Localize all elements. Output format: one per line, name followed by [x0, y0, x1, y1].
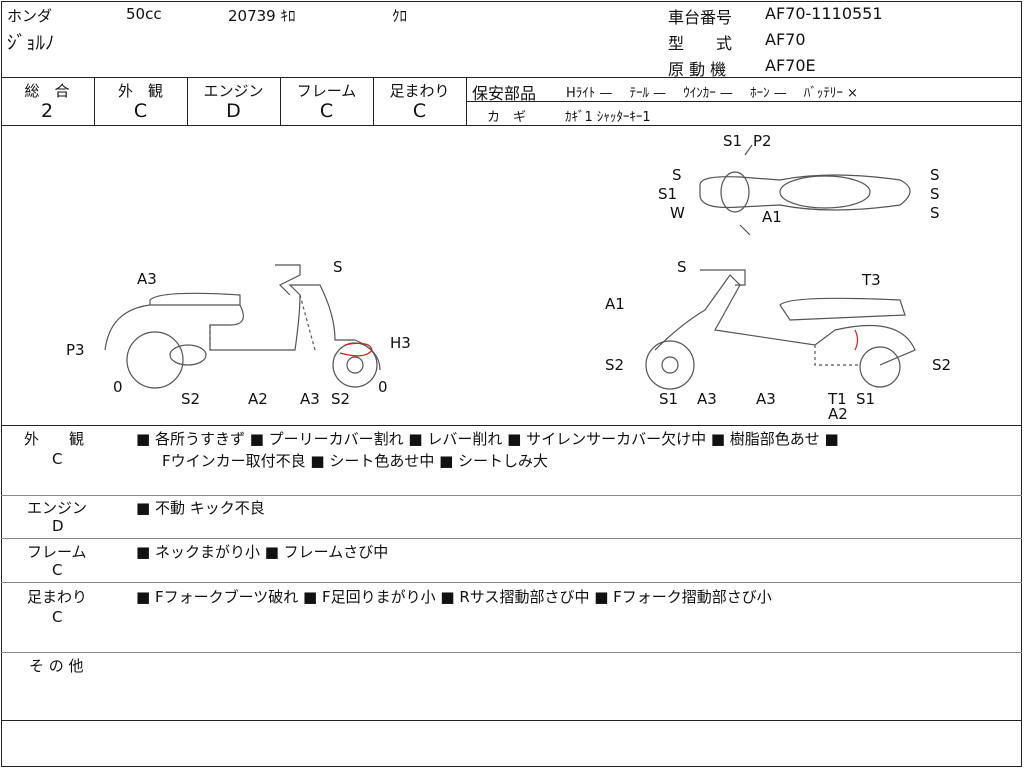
comment-grade-suspension: C	[52, 608, 63, 626]
damage-code: S1	[723, 132, 743, 150]
damage-code: H3	[390, 334, 411, 352]
scooter-right-view	[645, 269, 916, 390]
model-name: ｼﾞｮﾙﾉ	[7, 32, 55, 54]
rating-label-engine: エンジン	[203, 82, 264, 100]
damage-code: S	[930, 204, 940, 222]
damage-code: A3	[697, 390, 717, 408]
damage-code: A2	[828, 405, 848, 423]
comment-suspension-line: ■ Fフォークブーツ破れ ■ F足回りまがり小 ■ Rサス摺動部さび中 ■ Fフ…	[136, 588, 772, 606]
comment-engine-line: ■ 不動 キック不良	[136, 499, 265, 517]
scooter-left-view	[104, 264, 381, 389]
damage-code: A3	[137, 270, 157, 288]
rating-frame: C	[319, 100, 334, 122]
maker: ホンダ	[7, 7, 53, 25]
damage-code: S	[930, 185, 940, 203]
divider	[280, 77, 281, 125]
damage-code: S	[930, 166, 940, 184]
damage-code: T1	[828, 390, 847, 408]
divider	[1, 652, 1022, 653]
comment-label-engine: エンジン	[27, 499, 88, 517]
comment-frame-line: ■ ネックまがり小 ■ フレームさび中	[136, 543, 389, 561]
damage-code: S	[677, 258, 687, 276]
damage-code: A3	[300, 390, 320, 408]
engine-label: 原 動 機	[668, 60, 727, 79]
frame-no: AF70-1110551	[765, 4, 883, 23]
keys-label: カ ギ	[487, 110, 527, 125]
damage-code: S2	[331, 390, 351, 408]
divider	[1, 425, 1022, 426]
divider	[94, 77, 95, 125]
divider	[1, 77, 1022, 78]
mileage: 20739 ｷﾛ	[228, 7, 296, 25]
damage-code: W	[670, 204, 685, 222]
comment-label-other: そ の 他	[29, 657, 84, 675]
displacement: 50cc	[126, 5, 162, 23]
comment-label-suspension: 足まわり	[27, 588, 88, 606]
rating-label-exterior: 外 観	[117, 82, 163, 100]
divider	[466, 77, 467, 125]
damage-code: S2	[932, 356, 952, 374]
damage-code: A2	[248, 390, 268, 408]
damage-code: A1	[762, 208, 782, 226]
damage-code: S1	[856, 390, 876, 408]
comment-grade-exterior: C	[52, 450, 63, 468]
divider	[1, 720, 1022, 721]
rating-suspension: C	[412, 100, 427, 122]
engine-value: AF70E	[765, 56, 816, 75]
damage-code: S	[333, 258, 343, 276]
divider	[187, 77, 188, 125]
damage-code: 0	[113, 378, 123, 396]
damage-code: S1	[658, 185, 678, 203]
comment-grade-frame: C	[52, 561, 63, 579]
frame-no-label: 車台番号	[668, 8, 733, 27]
divider	[1, 495, 1022, 496]
rating-label-overall: 総 合	[24, 82, 70, 100]
safety-label: 保安部品	[472, 84, 537, 103]
rating-engine: D	[226, 100, 241, 122]
keys-value: ｶｷﾞ1 ｼｬｯﾀｰｷｰ1	[565, 110, 651, 125]
damage-code: S2	[181, 390, 201, 408]
damage-code: T3	[862, 271, 881, 289]
rating-exterior: C	[133, 100, 148, 122]
type-label: 型 式	[668, 34, 733, 53]
comment-exterior-line: ■ 各所うすきず ■ プーリーカバー割れ ■ レバー削れ ■ サイレンサーカバー…	[136, 430, 839, 448]
safety-items: Hﾗｲﾄ — ﾃｰﾙ — ｳｲﾝｶｰ — ﾎｰﾝ — ﾊﾞｯﾃﾘｰ ×	[566, 86, 858, 101]
comment-label-exterior: 外 観	[24, 430, 85, 448]
damage-code: A3	[756, 390, 776, 408]
divider	[373, 77, 374, 125]
type-value: AF70	[765, 30, 806, 49]
rating-label-frame: フレーム	[296, 82, 357, 100]
comment-grade-engine: D	[52, 517, 64, 535]
rating-overall: 2	[40, 100, 54, 122]
damage-code: S	[672, 166, 682, 184]
color: ｸﾛ	[392, 7, 408, 25]
rating-label-suspension: 足まわり	[389, 82, 450, 100]
damage-code: 0	[378, 378, 388, 396]
damage-code: A1	[605, 295, 625, 313]
damage-code: S1	[659, 390, 679, 408]
comment-label-frame: フレーム	[27, 543, 87, 561]
comment-exterior-line: Fウインカー取付不良 ■ シート色あせ中 ■ シートしみ大	[162, 452, 549, 470]
divider	[1, 538, 1022, 539]
scooter-top-view	[699, 144, 911, 236]
divider	[467, 101, 1022, 102]
divider	[1, 582, 1022, 583]
damage-code: S2	[605, 356, 625, 374]
damage-code: P3	[66, 341, 85, 359]
damage-diagram	[104, 144, 916, 390]
damage-code: P2	[753, 132, 772, 150]
divider	[1, 125, 1022, 126]
